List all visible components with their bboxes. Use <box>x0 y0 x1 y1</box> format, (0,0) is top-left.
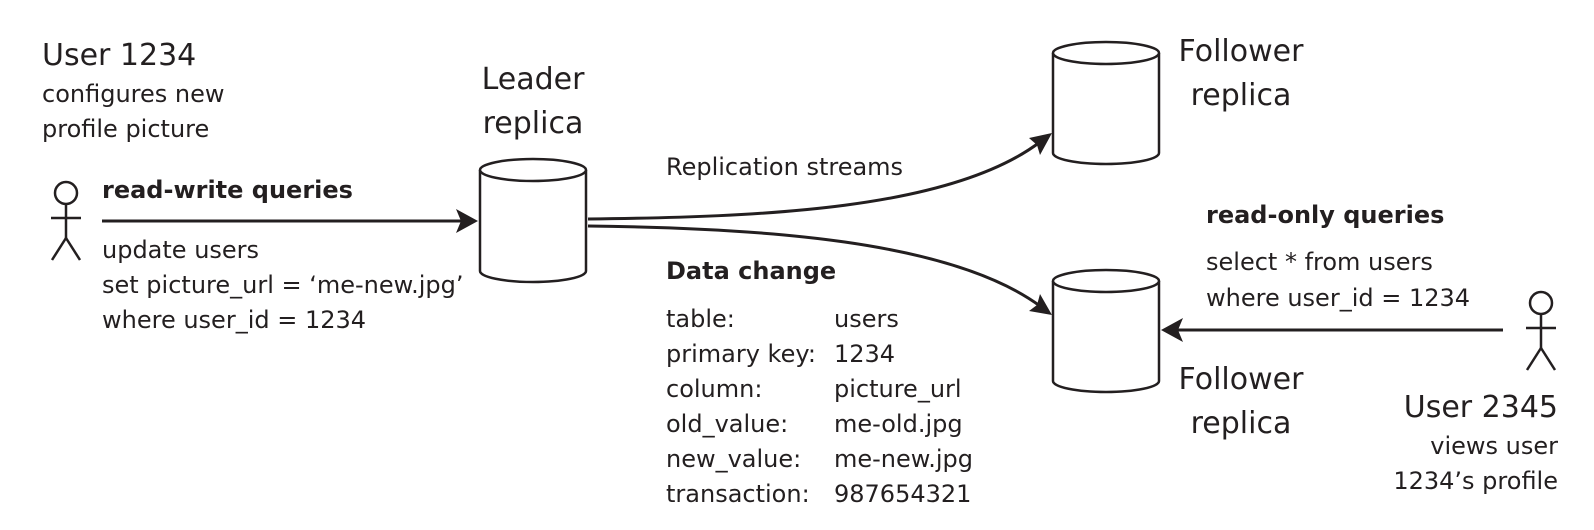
user-2345-title: User 2345 <box>1403 390 1558 425</box>
data-change-key: table: <box>666 305 735 333</box>
data-change-value: me-old.jpg <box>834 410 963 438</box>
replication-stream-bottom-arrow <box>587 224 1052 315</box>
user-2345-stick-figure-icon <box>1525 290 1557 371</box>
data-change-key: primary key: <box>666 340 816 368</box>
data-change-value: picture_url <box>834 375 962 403</box>
user-1234-title: User 1234 <box>42 38 197 73</box>
follower-bottom-label-line2: replica <box>1190 406 1292 441</box>
replication-stream-top-arrow <box>587 133 1052 221</box>
user-2345-desc-line1: views user <box>1430 432 1558 460</box>
read-write-query-line3: where user_id = 1234 <box>102 306 367 334</box>
follower-top-database-icon <box>1051 40 1161 166</box>
data-change-value: me-new.jpg <box>834 445 973 473</box>
follower-bottom-database-icon <box>1051 268 1161 394</box>
read-write-heading: read-write queries <box>102 176 353 204</box>
user-1234-stick-figure-icon <box>50 180 82 261</box>
follower-top-label-line2: replica <box>1190 78 1292 113</box>
leader-label-line1: Leader <box>481 62 585 97</box>
replication-streams-label: Replication streams <box>666 153 904 181</box>
read-write-arrow <box>102 209 478 233</box>
leader-database-icon <box>478 157 588 284</box>
data-change-key: transaction: <box>666 480 810 508</box>
follower-top-label-line1: Follower <box>1178 34 1304 69</box>
user-1234-desc-line2: profile picture <box>42 115 210 143</box>
data-change-value: 1234 <box>834 340 896 368</box>
read-only-query-line1: select * from users <box>1206 248 1433 276</box>
leader-label-line2: replica <box>482 106 584 141</box>
follower-bottom-label-line1: Follower <box>1178 362 1304 397</box>
data-change-value: users <box>834 305 899 333</box>
data-change-key: old_value: <box>666 410 789 438</box>
user-2345-desc-line2: 1234’s profile <box>1393 467 1558 495</box>
read-only-heading: read-only queries <box>1206 201 1445 229</box>
data-change-value: 987654321 <box>834 480 972 508</box>
user-1234-desc-line1: configures new <box>42 80 225 108</box>
read-write-query-line2: set picture_url = ‘me-new.jpg’ <box>102 271 464 299</box>
data-change-heading: Data change <box>666 257 837 285</box>
read-only-arrow <box>1161 318 1503 342</box>
read-write-query-line1: update users <box>102 236 260 264</box>
read-only-query-line2: where user_id = 1234 <box>1206 284 1471 312</box>
data-change-key: new_value: <box>666 445 802 473</box>
data-change-key: column: <box>666 375 763 403</box>
